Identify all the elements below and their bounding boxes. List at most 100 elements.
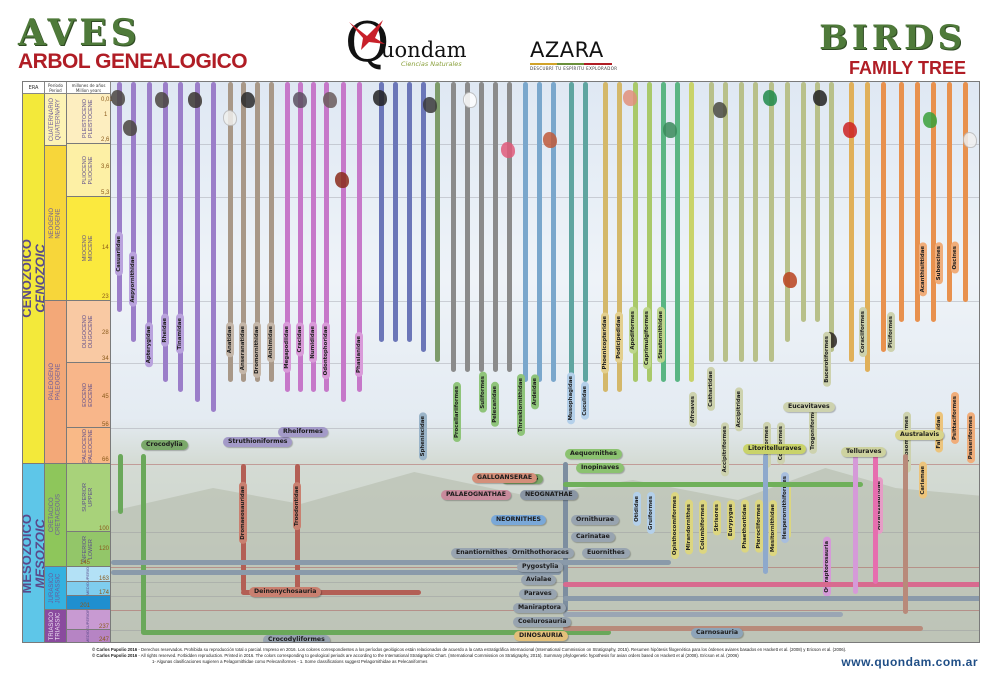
clade-dromaeosauridae: Dromaeosauridae — [239, 482, 247, 544]
branch-columbimorphae — [675, 82, 680, 382]
branch-accipitriformes — [709, 82, 714, 362]
branch-ciconiiformes — [507, 82, 512, 372]
mya-tick: 5,3 — [101, 190, 110, 196]
website-link[interactable]: www.quondam.com.ar — [841, 655, 978, 669]
bird-illustration — [293, 92, 307, 108]
order-label: Threskiornithidae — [517, 374, 525, 436]
order-label: Passeriformes — [967, 412, 975, 464]
branch-mirandornithes — [617, 82, 622, 392]
bird-illustration — [188, 92, 202, 108]
order-label: Cathartidae — [707, 367, 715, 411]
order-label: Mesitornithidae — [769, 500, 777, 557]
footer-note: 1- Algunas clasificaciones sugieren a Pe… — [152, 659, 428, 664]
branch-palaeognath — [163, 82, 168, 382]
time-line — [111, 301, 979, 302]
bird-illustration — [763, 90, 777, 106]
bird-illustration — [323, 92, 337, 108]
branch-coliiformes — [753, 82, 758, 362]
bird-illustration — [111, 90, 125, 106]
order-label: Eurypygae — [727, 500, 735, 541]
mya-tick: 66 — [102, 457, 109, 463]
mya-tick: 0,01 — [101, 97, 113, 103]
order-label: Anseranatidae — [239, 322, 247, 375]
mya-tick: 163 — [99, 576, 110, 582]
clade-coelurosauria: Coelurosauria — [513, 617, 572, 627]
bird-illustration — [813, 90, 827, 106]
quondam-logo-name: uondam — [381, 38, 467, 62]
order-label: Oviraptorosauria — [823, 537, 831, 597]
order-label: Accipitriformes — [721, 422, 729, 477]
branch-palaeognath — [117, 82, 122, 312]
mya-tick: 120 — [99, 546, 110, 552]
branch-palaeognath — [147, 82, 152, 362]
branch-passeriformes — [963, 82, 968, 302]
footer-line-es: © Carlos Papolio 2016 - Derechos reserva… — [92, 647, 847, 652]
branch-procellariiformes — [421, 82, 426, 352]
order-label: Anhimidae — [267, 322, 275, 363]
clade-euornithes: Euornithes — [582, 548, 630, 558]
order-label: Pelecanidae — [491, 382, 499, 427]
branch-gruiformes — [583, 82, 588, 382]
branch-archosauria-h — [563, 626, 923, 631]
header-era: ERA — [23, 82, 45, 94]
branch-galliformes — [311, 82, 316, 392]
footer-line-en: © Carlos Papolio 2016 - All rights reser… — [92, 653, 739, 658]
branch-palaeognath — [131, 82, 136, 342]
epoch-late-triassic: SUPERIOR — [67, 610, 111, 630]
branch-galliformes — [357, 82, 362, 392]
order-label: Suliformes — [479, 372, 487, 413]
clade-carnosauria: Carnosauria — [691, 628, 744, 638]
order-label: Columbiformes — [699, 500, 707, 554]
clade-eucavitaves: Eucavitaves — [783, 402, 835, 412]
clade-neornithes: NEORNITHES — [491, 515, 546, 525]
bird-illustration — [335, 172, 349, 188]
bird-illustration — [923, 112, 937, 128]
order-label: Musophagidae — [567, 372, 575, 425]
epoch-early-jurassic — [67, 596, 111, 610]
branch-passeriformes — [947, 82, 952, 302]
branch-anseriformes — [269, 82, 274, 382]
branch-pelecaniformes — [465, 82, 470, 372]
branch-palaeognath — [178, 82, 183, 392]
epoch-late-jurassic: SUPERIOR — [67, 567, 111, 582]
branch-strigiformes — [739, 82, 744, 362]
header-period: Período Period — [45, 82, 67, 94]
pterosaur-logo-icon — [349, 20, 385, 50]
bird-illustration — [373, 90, 387, 106]
clade-enantiornithes: Enantiornithes — [451, 548, 513, 558]
branch-crocodylia — [118, 454, 123, 514]
order-label: Anatidae — [226, 322, 234, 358]
bird-illustration — [713, 102, 727, 118]
mya-tick: 14 — [102, 245, 109, 251]
order-label: Pterocliformes — [755, 500, 763, 553]
bird-illustration — [463, 92, 477, 108]
clade-struthioniformes: Struthioniformes — [223, 437, 293, 447]
branch-suliformes — [435, 82, 440, 362]
bird-illustration — [155, 92, 169, 108]
branch-palaeognath — [211, 82, 216, 412]
order-label: Suboscines — [935, 242, 943, 285]
order-label: Opisthocomiformes — [671, 492, 679, 560]
clade-australaves: Australavis — [895, 430, 945, 440]
time-line — [111, 363, 979, 364]
clade-aequornithes: Aequornithes — [565, 449, 622, 459]
branch-strisores — [633, 82, 638, 382]
clade-galloanserae: GALLOANSERAE — [472, 473, 538, 483]
time-line — [111, 428, 979, 429]
azara-logo: AZARA DESCUBRÍ TU ESPÍRITU EXPLORADOR — [530, 38, 618, 71]
clade-afroaves: Afroaves — [689, 392, 697, 427]
order-label: Dromornithidae — [253, 322, 261, 378]
branch-deinonychosauria-h — [241, 590, 421, 595]
order-label: Procellariiformes — [453, 382, 461, 443]
mya-tick: 45 — [102, 394, 109, 400]
azara-logo-tagline: DESCUBRÍ TU ESPÍRITU EXPLORADOR — [530, 66, 618, 71]
